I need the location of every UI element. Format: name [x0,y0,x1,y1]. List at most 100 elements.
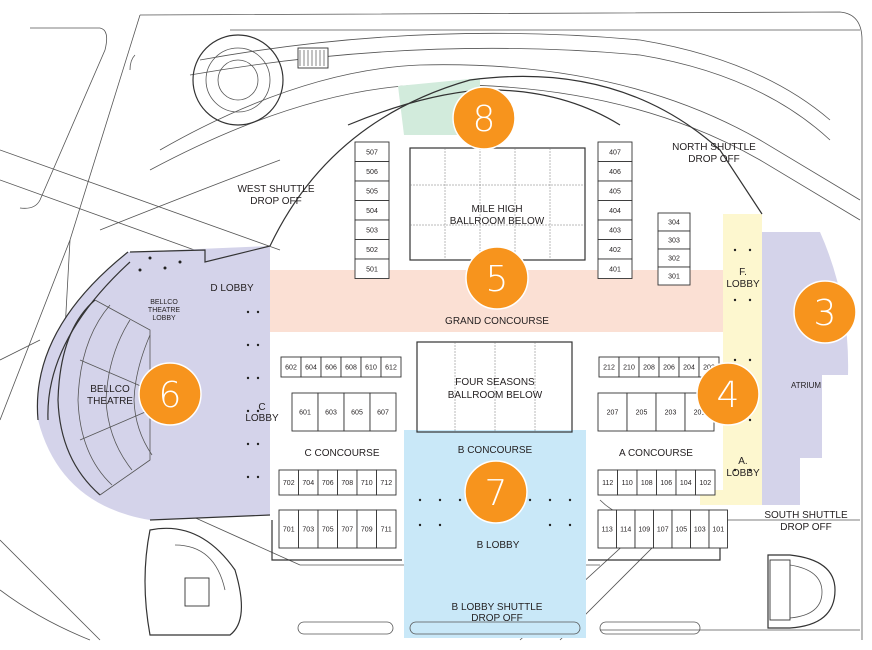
meeting-room-113[interactable]: 113 [597,509,617,549]
room-number: 107 [657,527,669,534]
meeting-room-705[interactable]: 705 [317,509,338,549]
meeting-room-702[interactable]: 702 [278,469,299,496]
meeting-room-503[interactable]: 503 [354,219,390,240]
meeting-room-112[interactable]: 112 [597,469,618,496]
label-north-shuttle: NORTH SHUTTLE [672,142,756,153]
meeting-room-701[interactable]: 701 [278,509,299,549]
meeting-room-612[interactable]: 612 [380,356,402,378]
meeting-room-505[interactable]: 505 [354,180,390,201]
room-number: 709 [361,527,373,534]
meeting-room-203[interactable]: 203 [655,392,686,432]
meeting-room-704[interactable]: 704 [298,469,319,496]
meeting-room-401[interactable]: 401 [597,258,633,279]
meeting-room-105[interactable]: 105 [671,509,691,549]
badge-7[interactable]: 7 [464,460,528,524]
meeting-room-604[interactable]: 604 [300,356,322,378]
meeting-room-212[interactable]: 212 [598,356,620,378]
label-mile-high: MILE HIGH [471,204,522,215]
meeting-room-407[interactable]: 407 [597,141,633,162]
meeting-room-501[interactable]: 501 [354,258,390,279]
meeting-room-601[interactable]: 601 [291,392,319,432]
meeting-room-207[interactable]: 207 [597,392,628,432]
meeting-room-101[interactable]: 101 [708,509,728,549]
badge-6[interactable]: 6 [138,362,202,426]
badge-4[interactable]: 4 [696,362,760,426]
meeting-room-708[interactable]: 708 [337,469,358,496]
meeting-room-712[interactable]: 712 [376,469,397,496]
meeting-room-301[interactable]: 301 [657,266,691,286]
meeting-room-603[interactable]: 603 [317,392,345,432]
meeting-room-707[interactable]: 707 [337,509,358,549]
meeting-room-402[interactable]: 402 [597,239,633,260]
room-outline [380,356,402,378]
room-number: 705 [322,527,334,534]
meeting-room-607[interactable]: 607 [369,392,397,432]
room-number: 706 [322,480,334,487]
meeting-room-109[interactable]: 109 [634,509,654,549]
meeting-room-104[interactable]: 104 [675,469,696,496]
meeting-room-102[interactable]: 102 [695,469,716,496]
meeting-room-106[interactable]: 106 [656,469,677,496]
meeting-room-403[interactable]: 403 [597,219,633,240]
badge-5[interactable]: 5 [465,246,529,310]
meeting-room-710[interactable]: 710 [356,469,377,496]
meeting-room-208[interactable]: 208 [638,356,660,378]
meeting-room-404[interactable]: 404 [597,200,633,221]
meeting-room-606[interactable]: 606 [320,356,342,378]
meeting-room-107[interactable]: 107 [653,509,673,549]
meeting-room-706[interactable]: 706 [317,469,338,496]
room-number: 601 [299,410,311,417]
meeting-room-206[interactable]: 206 [658,356,680,378]
room-number: 712 [380,480,392,487]
room-number: 208 [643,365,655,372]
meeting-room-602[interactable]: 602 [280,356,302,378]
label-west-shuttle-drop: DROP OFF [250,196,301,207]
label-west-shuttle: WEST SHUTTLE [237,184,314,195]
meeting-room-304[interactable]: 304 [657,212,691,232]
meeting-room-608[interactable]: 608 [340,356,362,378]
label-bellco-theatre-1: BELLCO [90,384,130,395]
room-number: 707 [341,527,353,534]
meeting-room-114[interactable]: 114 [616,509,636,549]
room-number: 212 [603,365,615,372]
meeting-room-502[interactable]: 502 [354,239,390,260]
meeting-room-703[interactable]: 703 [298,509,319,549]
meeting-room-303[interactable]: 303 [657,230,691,250]
southwest-building [144,527,243,636]
meeting-room-406[interactable]: 406 [597,161,633,182]
label-b-lobby: B LOBBY [477,540,520,551]
meeting-room-110[interactable]: 110 [617,469,638,496]
meeting-room-711[interactable]: 711 [376,509,397,549]
meeting-room-108[interactable]: 108 [636,469,657,496]
southeast-building [767,554,836,629]
room-number: 404 [609,208,621,215]
meeting-room-506[interactable]: 506 [354,161,390,182]
room-number: 711 [381,527,392,534]
label-f-lobby: LOBBY [726,279,760,290]
room-number: 702 [283,480,295,487]
label-f-lobby-f: F. [739,267,747,278]
badge-3[interactable]: 3 [793,280,857,344]
label-grand-concourse: GRAND CONCOURSE [445,316,549,327]
room-outline [657,266,691,286]
room-number: 602 [285,365,297,372]
meeting-room-605[interactable]: 605 [343,392,371,432]
room-number: 503 [366,227,378,234]
meeting-room-103[interactable]: 103 [690,509,710,549]
meeting-room-610[interactable]: 610 [360,356,382,378]
badge-8[interactable]: 8 [452,86,516,150]
label-bellco-theatre-2: THEATRE [87,396,133,407]
meeting-room-210[interactable]: 210 [618,356,640,378]
meeting-room-507[interactable]: 507 [354,141,390,162]
label-b-lobby-shuttle: B LOBBY SHUTTLE [452,602,543,613]
meeting-room-709[interactable]: 709 [356,509,377,549]
room-number: 302 [668,256,680,263]
room-number: 206 [663,365,675,372]
meeting-room-405[interactable]: 405 [597,180,633,201]
meeting-room-504[interactable]: 504 [354,200,390,221]
meeting-room-302[interactable]: 302 [657,248,691,268]
badge-4-number: 4 [717,375,740,416]
meeting-room-205[interactable]: 205 [626,392,657,432]
meeting-room-204[interactable]: 204 [678,356,700,378]
